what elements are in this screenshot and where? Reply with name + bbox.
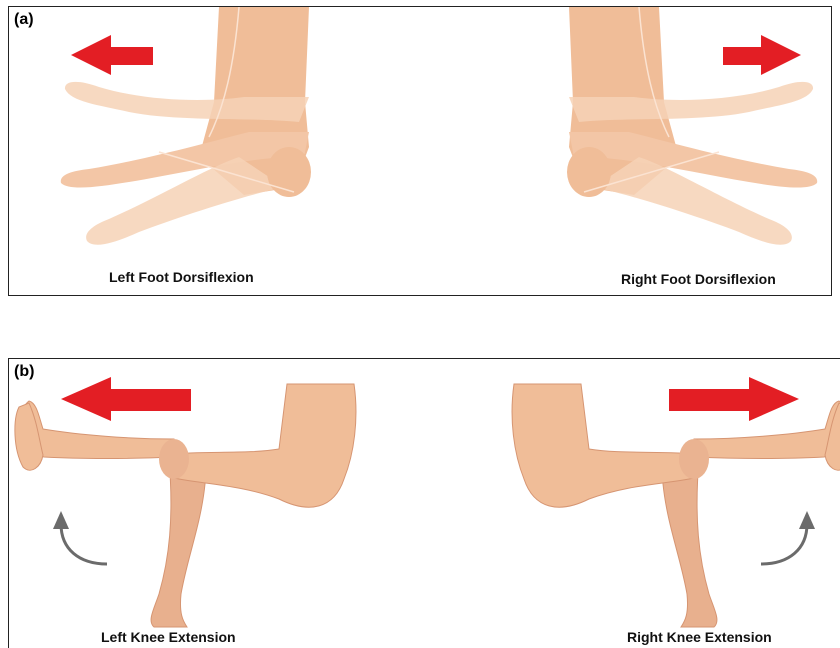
panel-b-label: (b) xyxy=(14,363,34,381)
right-foot-caption: Right Foot Dorsiflexion xyxy=(621,271,776,287)
right-direction-arrow-icon xyxy=(723,35,801,75)
left-direction-arrow-icon xyxy=(71,35,153,75)
left-direction-arrow-icon xyxy=(61,377,191,421)
right-rotation-arrow-icon xyxy=(761,524,807,564)
panel-a-label: (a) xyxy=(14,11,34,29)
right-knee-caption: Right Knee Extension xyxy=(627,629,772,645)
panel-a: (a) Left Foot Dorsiflexion Right Foot Do… xyxy=(8,6,832,296)
left-rotation-arrow-icon xyxy=(61,524,107,564)
right-foot-illustration xyxy=(567,7,817,245)
left-foot-caption: Left Foot Dorsiflexion xyxy=(109,269,254,285)
left-knee-caption: Left Knee Extension xyxy=(101,629,236,645)
panel-b-illustration xyxy=(9,359,840,648)
right-leg-illustration xyxy=(512,384,840,627)
panel-b: (b) Left Knee Extension Right Knee Exten… xyxy=(8,358,840,648)
right-direction-arrow-icon xyxy=(669,377,799,421)
panel-a-illustration xyxy=(9,7,832,296)
left-leg-illustration xyxy=(15,384,356,627)
